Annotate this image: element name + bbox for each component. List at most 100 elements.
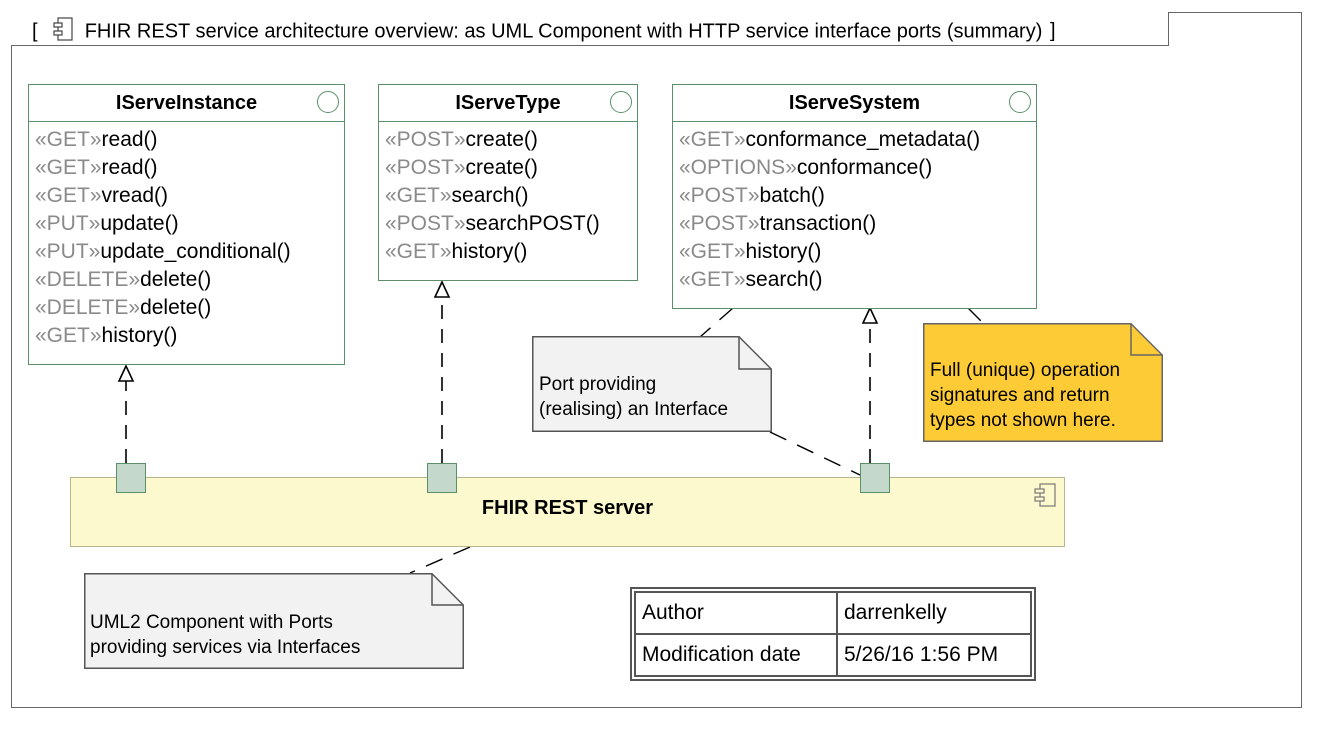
- operation-stereotype: «DELETE»: [35, 296, 141, 319]
- operation-name: update(): [100, 212, 179, 235]
- interface-circle-icon: [1009, 91, 1031, 113]
- date-label: Modification date: [634, 633, 838, 677]
- operation-item[interactable]: «GET»search(): [679, 266, 1036, 294]
- operation-item[interactable]: «GET»history(): [35, 322, 344, 350]
- note-shape: [923, 323, 1163, 442]
- operation-name: vread(): [101, 184, 169, 207]
- realization-arrow-system: [861, 306, 879, 324]
- operations-list: «POST»create()«POST»create()«GET»search(…: [379, 122, 637, 266]
- operation-name: history(): [745, 240, 822, 263]
- date-value: 5/26/16 1:56 PM: [836, 633, 1032, 677]
- note-line: providing services via Interfaces: [90, 637, 361, 658]
- operation-name: read(): [101, 156, 158, 179]
- operation-stereotype: «GET»: [35, 128, 102, 151]
- operation-name: searchPOST(): [465, 212, 600, 235]
- note-anchor-signature: [967, 307, 986, 326]
- interface-iservesystem[interactable]: IServeSystem «GET»conformance_metadata()…: [672, 84, 1037, 309]
- operation-item[interactable]: «DELETE»delete(): [35, 294, 344, 322]
- operation-item[interactable]: «POST»searchPOST(): [385, 210, 637, 238]
- note-signatures[interactable]: Full (unique) operation signatures and r…: [923, 323, 1163, 442]
- operation-item[interactable]: «GET»conformance_metadata(): [679, 126, 1036, 154]
- port-system[interactable]: [860, 463, 890, 493]
- operation-item[interactable]: «DELETE»delete(): [35, 266, 344, 294]
- operation-name: read(): [101, 128, 158, 151]
- operation-name: conformance(): [796, 156, 933, 179]
- interface-iserveinstance[interactable]: IServeInstance «GET»read()«GET»read()«GE…: [28, 84, 345, 365]
- operation-name: history(): [101, 324, 178, 347]
- operation-name: search(): [451, 184, 529, 207]
- note-line: types not shown here.: [930, 410, 1116, 431]
- operation-item[interactable]: «GET»vread(): [35, 182, 344, 210]
- operations-list: «GET»conformance_metadata()«OPTIONS»conf…: [673, 122, 1036, 294]
- operation-name: batch(): [759, 184, 825, 207]
- operation-name: search(): [745, 268, 823, 291]
- operation-name: delete(): [140, 268, 212, 291]
- operation-stereotype: «DELETE»: [35, 268, 141, 291]
- operation-item[interactable]: «POST»transaction(): [679, 210, 1036, 238]
- note-line: (realising) an Interface: [539, 399, 729, 420]
- port-type[interactable]: [427, 463, 457, 493]
- note-component[interactable]: UML2 Component with Ports providing serv…: [84, 573, 464, 669]
- author-label: Author: [634, 591, 838, 635]
- note-line: signatures and return: [930, 385, 1110, 406]
- realization-arrow-type: [433, 280, 451, 298]
- info-row-date: Modification date 5/26/16 1:56 PM: [634, 633, 1032, 677]
- note-anchor-port-bottom: [769, 431, 861, 476]
- operation-stereotype: «GET»: [35, 184, 102, 207]
- operation-item[interactable]: «PUT»update(): [35, 210, 344, 238]
- note-shape: [84, 573, 464, 669]
- operation-item[interactable]: «POST»batch(): [679, 182, 1036, 210]
- operation-name: conformance_metadata(): [745, 128, 981, 151]
- operation-item[interactable]: «OPTIONS»conformance(): [679, 154, 1036, 182]
- interface-header: IServeInstance: [29, 85, 344, 122]
- component-name: FHIR REST server: [481, 497, 654, 519]
- note-port-providing[interactable]: Port providing (realising) an Interface: [532, 336, 772, 432]
- operation-stereotype: «POST»: [385, 156, 466, 179]
- note-text: Port providing (realising) an Interface: [539, 372, 728, 422]
- info-row-author: Author darrenkelly: [634, 591, 1032, 635]
- operation-stereotype: «PUT»: [35, 212, 101, 235]
- note-anchor-component: [409, 546, 471, 574]
- port-instance[interactable]: [116, 463, 146, 493]
- operation-item[interactable]: «POST»create(): [385, 154, 637, 182]
- operation-item[interactable]: «POST»create(): [385, 126, 637, 154]
- operation-item[interactable]: «GET»read(): [35, 126, 344, 154]
- note-line: Full (unique) operation: [930, 360, 1121, 381]
- component-icon: [1034, 483, 1056, 512]
- operation-stereotype: «POST»: [679, 184, 760, 207]
- author-value: darrenkelly: [836, 591, 1032, 635]
- operation-stereotype: «GET»: [679, 268, 746, 291]
- interface-iservetype[interactable]: IServeType «POST»create()«POST»create()«…: [378, 84, 638, 281]
- note-anchor-port-top: [699, 307, 734, 338]
- operation-name: history(): [451, 240, 528, 263]
- operation-stereotype: «GET»: [35, 156, 102, 179]
- operation-item[interactable]: «GET»read(): [35, 154, 344, 182]
- interface-name: IServeInstance: [115, 92, 258, 114]
- operation-item[interactable]: «GET»history(): [385, 238, 637, 266]
- operation-item[interactable]: «PUT»update_conditional(): [35, 238, 344, 266]
- operation-stereotype: «GET»: [385, 184, 452, 207]
- operation-stereotype: «GET»: [679, 240, 746, 263]
- operation-stereotype: «POST»: [385, 128, 466, 151]
- component-diagram-icon: [53, 17, 73, 47]
- operation-name: update_conditional(): [100, 240, 291, 263]
- diagram-title: FHIR REST service architecture overview:…: [84, 20, 1043, 43]
- operation-stereotype: «GET»: [679, 128, 746, 151]
- operation-stereotype: «POST»: [385, 212, 466, 235]
- diagram-title-bar: [ FHIR REST service architecture overvie…: [32, 17, 1058, 47]
- note-text: UML2 Component with Ports providing serv…: [90, 610, 360, 660]
- operation-stereotype: «POST»: [679, 212, 760, 235]
- operation-name: transaction(): [759, 212, 877, 235]
- note-line: Port providing: [539, 374, 657, 395]
- operation-stereotype: «GET»: [35, 324, 102, 347]
- note-text: Full (unique) operation signatures and r…: [930, 358, 1120, 433]
- diagram-info-table: Author darrenkelly Modification date 5/2…: [630, 587, 1036, 681]
- operation-item[interactable]: «GET»search(): [385, 182, 637, 210]
- interface-header: IServeType: [379, 85, 637, 122]
- operation-stereotype: «GET»: [385, 240, 452, 263]
- interface-name: IServeType: [455, 92, 561, 114]
- operation-item[interactable]: «GET»history(): [679, 238, 1036, 266]
- operations-list: «GET»read()«GET»read()«GET»vread()«PUT»u…: [29, 122, 344, 350]
- fhir-rest-server-component[interactable]: FHIR REST server: [70, 477, 1065, 547]
